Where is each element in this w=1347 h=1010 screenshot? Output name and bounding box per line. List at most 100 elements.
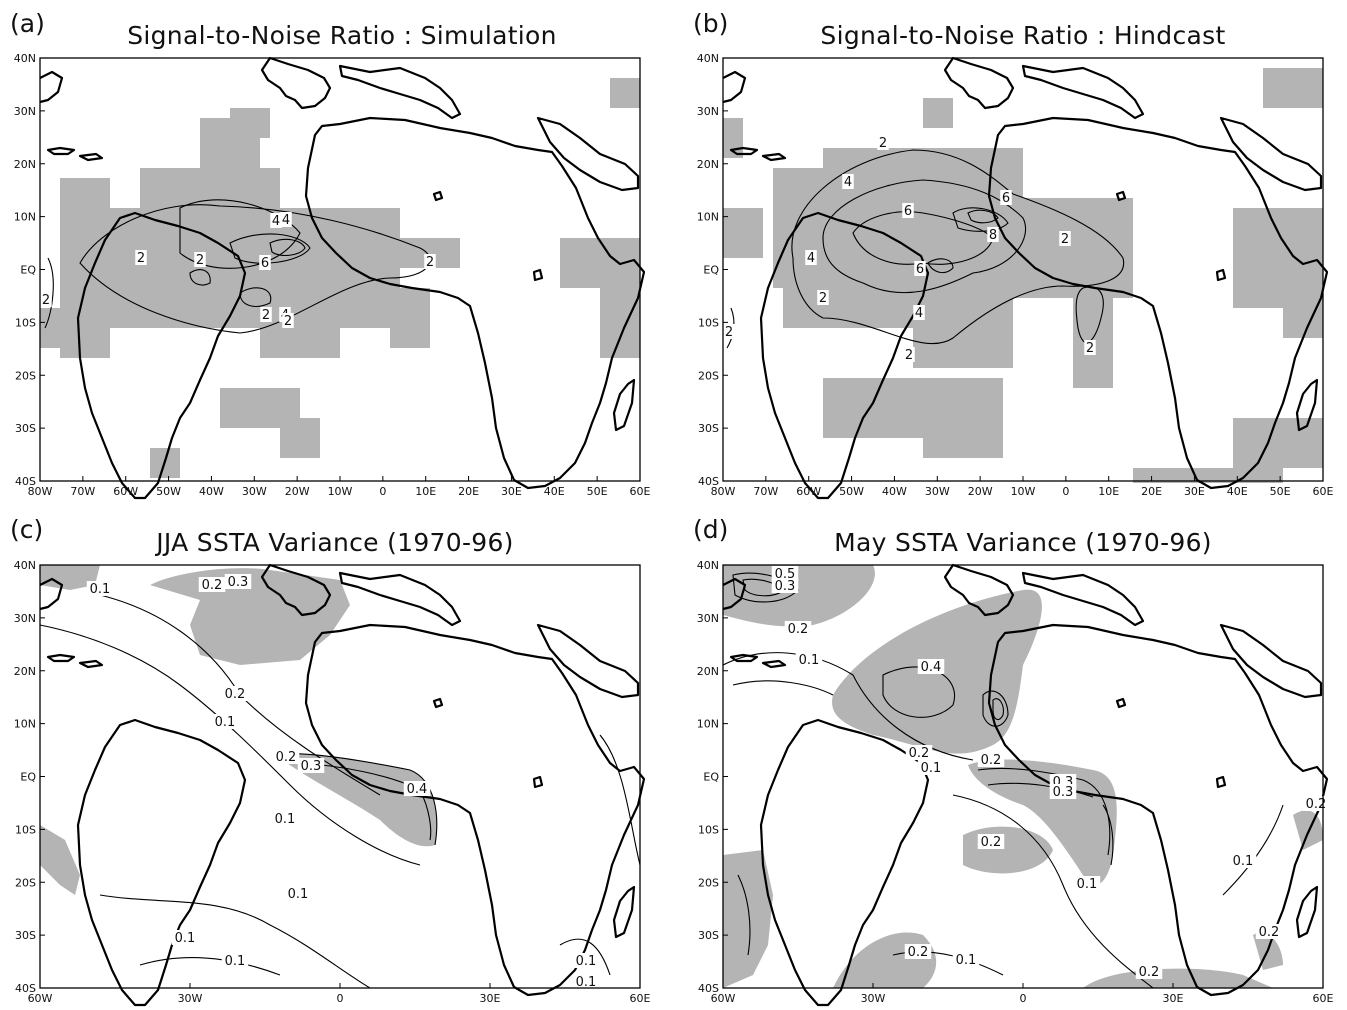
- contour-label-bg: [270, 213, 282, 228]
- contour-label-bg: [171, 930, 199, 945]
- panel-a: 2426224242: [38, 56, 646, 500]
- contour-label: 0.2: [202, 578, 223, 593]
- x-tick-label: 20W: [285, 485, 310, 498]
- contour-label: 0.4: [921, 660, 942, 675]
- shaded-regions: [40, 78, 640, 478]
- x-tick-label: 60W: [711, 992, 736, 1005]
- contour-label-bg: [282, 313, 294, 328]
- contour-label-bg: [914, 261, 926, 276]
- x-tick-label: 50W: [839, 485, 864, 498]
- contour-label-bg: [1255, 924, 1283, 939]
- panel-label-a: (a): [10, 9, 45, 38]
- contour-label-bg: [260, 307, 272, 322]
- contour-label: 6: [904, 204, 912, 219]
- x-tick-label: 30E: [480, 992, 501, 1005]
- contour-label-bg: [572, 953, 600, 968]
- contour-label: 6: [1002, 191, 1010, 206]
- contour-label: 2: [819, 291, 827, 306]
- x-tick-label: 60E: [1313, 992, 1334, 1005]
- contour-label: 4: [272, 214, 280, 229]
- contour-label: 2: [1086, 341, 1094, 356]
- x-tick-label: 30W: [242, 485, 267, 498]
- contour-label-bg: [221, 686, 249, 701]
- contour-label: 0.1: [215, 715, 236, 730]
- contour-label-bg: [784, 621, 812, 636]
- contour-label: 0.2: [909, 746, 930, 761]
- y-tick-label: 30N: [697, 612, 719, 625]
- panel-title-a: Signal-to-Noise Ratio : Simulation: [127, 21, 557, 50]
- y-tick-label: 30N: [14, 612, 36, 625]
- y-tick-label: 40S: [15, 982, 36, 995]
- contour-labels: 2426224242: [40, 212, 436, 329]
- y-tick-label: 20S: [698, 876, 719, 889]
- contour-label: 0.1: [225, 954, 246, 969]
- x-tick-label: 30W: [178, 992, 203, 1005]
- x-tick-label: 30W: [925, 485, 950, 498]
- y-tick-label: 20S: [15, 876, 36, 889]
- x-tick-label: 60W: [796, 485, 821, 498]
- x-tick-label: 20E: [1141, 485, 1162, 498]
- contour-label: 0.2: [788, 622, 809, 637]
- contour-label: 0.4: [407, 782, 428, 797]
- contour-label: 6: [916, 262, 924, 277]
- contour-label-bg: [272, 749, 300, 764]
- contour-label-bg: [905, 745, 933, 760]
- y-tick-label: 20N: [697, 665, 719, 678]
- contour-label: 0.1: [576, 954, 597, 969]
- panel-label-d: (d): [693, 515, 728, 544]
- x-tick-label: 40E: [544, 485, 565, 498]
- contour-label-bg: [1049, 784, 1077, 799]
- x-tick-label: 10W: [1011, 485, 1036, 498]
- contour-label: 2: [137, 251, 145, 266]
- y-tick-label: 20S: [15, 369, 36, 382]
- contour-label-bg: [1135, 964, 1163, 979]
- y-tick-label: 40S: [698, 475, 719, 488]
- contour-label: 0.3: [775, 579, 796, 594]
- x-tick-label: 40E: [1227, 485, 1248, 498]
- contour-label-bg: [86, 581, 114, 596]
- contour-label-bg: [977, 834, 1005, 849]
- y-tick-label: 40S: [698, 982, 719, 995]
- contour-label-bg: [723, 324, 735, 339]
- x-tick-label: 30E: [501, 485, 522, 498]
- contour-label-bg: [977, 752, 1005, 767]
- y-tick-label: 40N: [14, 52, 36, 65]
- contour-label: 0.2: [225, 687, 246, 702]
- x-tick-label: 70W: [753, 485, 778, 498]
- contour-label-bg: [280, 212, 292, 227]
- contour-label-bg: [771, 566, 799, 581]
- y-tick-label: EQ: [20, 771, 36, 784]
- panel-title-c: JJA SSTA Variance (1970-96): [154, 528, 513, 557]
- contour-label-bg: [194, 252, 206, 267]
- contour-label: 4: [282, 213, 290, 228]
- contour-label: 0.2: [1139, 965, 1160, 980]
- contour-label: 2: [196, 253, 204, 268]
- contour-label-bg: [424, 254, 436, 269]
- contour-label: 2: [1061, 232, 1069, 247]
- contour-label: 6: [261, 256, 269, 271]
- panel-title-b: Signal-to-Noise Ratio : Hindcast: [820, 21, 1225, 50]
- contour-label-bg: [917, 659, 945, 674]
- contour-label-bg: [771, 578, 799, 593]
- contour-label: 0.3: [1053, 785, 1074, 800]
- y-tick-label: 10S: [698, 823, 719, 836]
- y-tick-label: 10N: [697, 211, 719, 224]
- x-tick-label: 30E: [1163, 992, 1184, 1005]
- contour-label-bg: [903, 347, 915, 362]
- contour-label: 0.2: [1306, 797, 1327, 812]
- y-tick-label: 30N: [14, 105, 36, 118]
- x-tick-label: 0: [379, 485, 386, 498]
- x-tick-label: 10E: [415, 485, 436, 498]
- panel-title-d: May SSTA Variance (1970-96): [834, 528, 1212, 557]
- x-tick-label: 30W: [861, 992, 886, 1005]
- y-tick-label: 40N: [14, 559, 36, 572]
- y-tick-label: EQ: [20, 264, 36, 277]
- x-tick-label: 60E: [630, 992, 651, 1005]
- contour-label: 0.2: [981, 753, 1002, 768]
- y-tick-label: 20N: [697, 158, 719, 171]
- y-tick-label: 10N: [697, 718, 719, 731]
- contour-label: 0.2: [908, 945, 929, 960]
